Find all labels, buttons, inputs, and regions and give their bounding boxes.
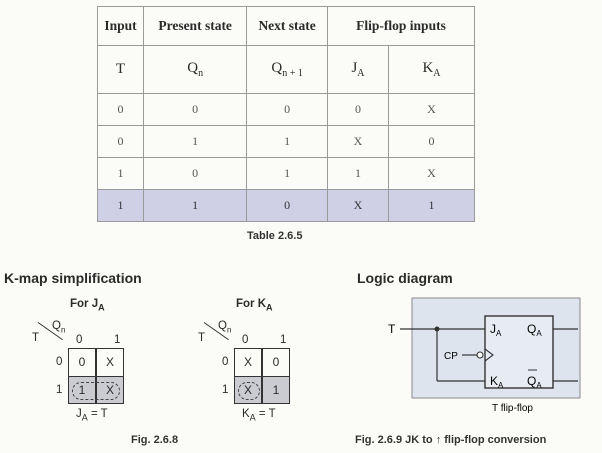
cell: 1 (327, 157, 389, 190)
cell: 1 (143, 125, 248, 158)
out-q-label: QA (527, 322, 542, 338)
kmap-row-label: 0 (56, 356, 63, 368)
kmap-col-label: 0 (76, 334, 83, 346)
cell: 1 (388, 189, 475, 222)
kmap-group-loop (238, 382, 260, 400)
kmap-cell: 1 (272, 383, 280, 397)
kmap-row-label: 1 (56, 384, 63, 396)
kmap-heading: K-map simplification (4, 270, 142, 286)
kmap-cell: X (243, 355, 252, 369)
kmap-ja-equation: JA = T (76, 408, 108, 423)
header-input: Input (96, 6, 145, 46)
kmap-caption: Fig. 2.6.8 (131, 434, 179, 446)
table-row: 0 1 1 X 0 (96, 125, 475, 158)
kmap-ka: For KA T Qn 0 1 0 1 X 0 X 1 KA = T (196, 298, 316, 428)
kmap-row-var: T (198, 332, 206, 344)
symbol-ka: KA (388, 45, 475, 94)
cell: 1 (143, 189, 248, 222)
kmap-cell: 1 (78, 383, 86, 397)
kmap-ja-title: For JA (70, 298, 105, 313)
input-label-t: T (388, 322, 396, 336)
cell: 0 (143, 93, 248, 126)
kmap-row-label: 1 (222, 384, 229, 396)
header-next-state: Next state (246, 6, 328, 46)
kmap-grid: 0 X 1 X (68, 348, 124, 404)
header-flipflop-inputs: Flip-flop inputs (327, 6, 475, 46)
logic-caption: Fig. 2.6.9 JK to ↑ flip-flop conversion (355, 434, 547, 446)
kmap-cell: X (105, 383, 114, 397)
cell: 0 (143, 157, 248, 190)
clock-bubble (476, 351, 484, 359)
kmap-group-loop (72, 382, 120, 400)
cell: 1 (96, 189, 145, 222)
state-table: Input Present state Next state Flip-flop… (96, 6, 475, 222)
table-row: 1 0 1 1 X (96, 157, 475, 190)
cell: 0 (388, 125, 475, 158)
kmap-col-var: Qn (52, 320, 66, 335)
cell: X (388, 93, 475, 126)
block-label: T flip-flop (492, 403, 533, 414)
pin-j-label: JA (490, 322, 502, 338)
cell: 1 (246, 157, 328, 190)
kmap-row-label: 0 (222, 356, 229, 368)
clock-triangle (484, 348, 494, 362)
kmap-col-label: 1 (114, 334, 121, 346)
kmap-grid: X 0 X 1 (234, 348, 290, 404)
symbol-ja: JA (327, 45, 389, 94)
symbol-t: T (96, 45, 145, 94)
flipflop-block (484, 315, 554, 389)
kmap-cell: 0 (272, 355, 280, 369)
cell: X (388, 157, 475, 190)
kmap-row-var: T (32, 332, 40, 344)
kmap-cell: 0 (78, 355, 86, 369)
kmap-col-label: 0 (242, 334, 249, 346)
kmap-cell: X (243, 383, 252, 397)
header-present-state: Present state (143, 6, 248, 46)
cell: X (327, 125, 389, 158)
logic-heading: Logic diagram (357, 270, 453, 286)
cell: 0 (96, 93, 145, 126)
cell: 1 (96, 157, 145, 190)
table-caption: Table 2.6.5 (247, 230, 303, 242)
table-row-highlighted: 1 1 0 X 1 (96, 189, 475, 222)
logic-diagram: T CP JA KA QA QA T flip-flop (388, 297, 581, 414)
kmap-ka-title: For KA (236, 298, 273, 313)
table-row: 0 0 0 0 X (96, 93, 475, 126)
kmap-ka-equation: KA = T (242, 408, 276, 423)
kmap-cell: X (105, 355, 114, 369)
cell: 0 (246, 93, 328, 126)
kmap-col-var: Qn (218, 320, 232, 335)
cell: X (327, 189, 389, 222)
symbol-qn1: Qn + 1 (246, 45, 328, 94)
kmap-col-label: 1 (280, 334, 287, 346)
cell: 0 (246, 189, 328, 222)
clock-label: CP (444, 351, 458, 362)
cell: 0 (96, 125, 145, 158)
symbol-qn: Qn (143, 45, 248, 94)
out-qbar-label: QA (527, 374, 542, 390)
cell: 1 (246, 125, 328, 158)
cell: 0 (327, 93, 389, 126)
kmap-ja: For JA T Qn 0 1 0 1 0 X 1 X JA = T (30, 298, 150, 428)
pin-k-label: KA (490, 374, 504, 390)
